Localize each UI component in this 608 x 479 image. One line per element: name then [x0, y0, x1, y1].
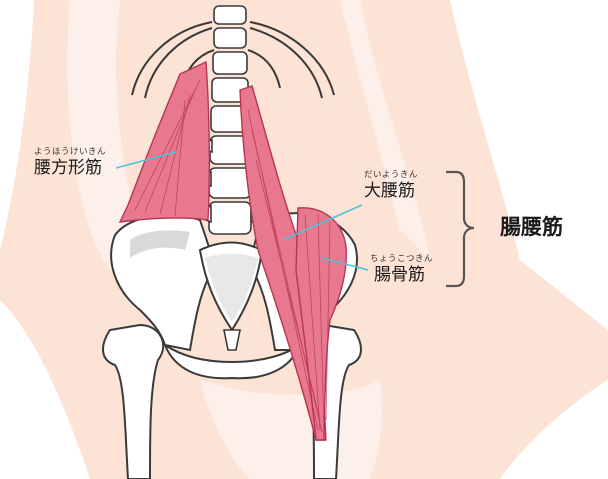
background-bottom-right — [500, 380, 608, 479]
rib-cage — [131, 21, 335, 99]
background-right — [450, 0, 608, 330]
leader-lines — [115, 151, 369, 271]
quadratus-lumborum-muscle — [118, 60, 211, 223]
iliopsoas-bracket — [446, 170, 475, 288]
background-left — [0, 0, 34, 250]
psoas-leader — [282, 204, 363, 241]
iliacus-label: 腸骨筋 — [374, 265, 425, 285]
background-bottom — [0, 300, 90, 479]
torso-highlight-right — [340, 0, 430, 260]
iliacus-ruby: ちょうこつきん — [370, 254, 434, 264]
psoas-major-label: 大腰筋 — [364, 181, 415, 201]
iliopsoas-label: 腸腰筋 — [500, 215, 563, 239]
psoas-major-ruby: だいようきん — [364, 170, 418, 180]
iliacus-leader — [321, 257, 369, 271]
quadratus-leader — [115, 151, 177, 169]
torso-highlight — [67, 0, 140, 270]
quadratus-ruby: ようほうけいきん — [34, 147, 107, 157]
left-femur — [102, 323, 165, 479]
muscle-striations — [134, 79, 331, 433]
quadratus-lumborum-label: 腰方形筋 — [34, 158, 102, 178]
